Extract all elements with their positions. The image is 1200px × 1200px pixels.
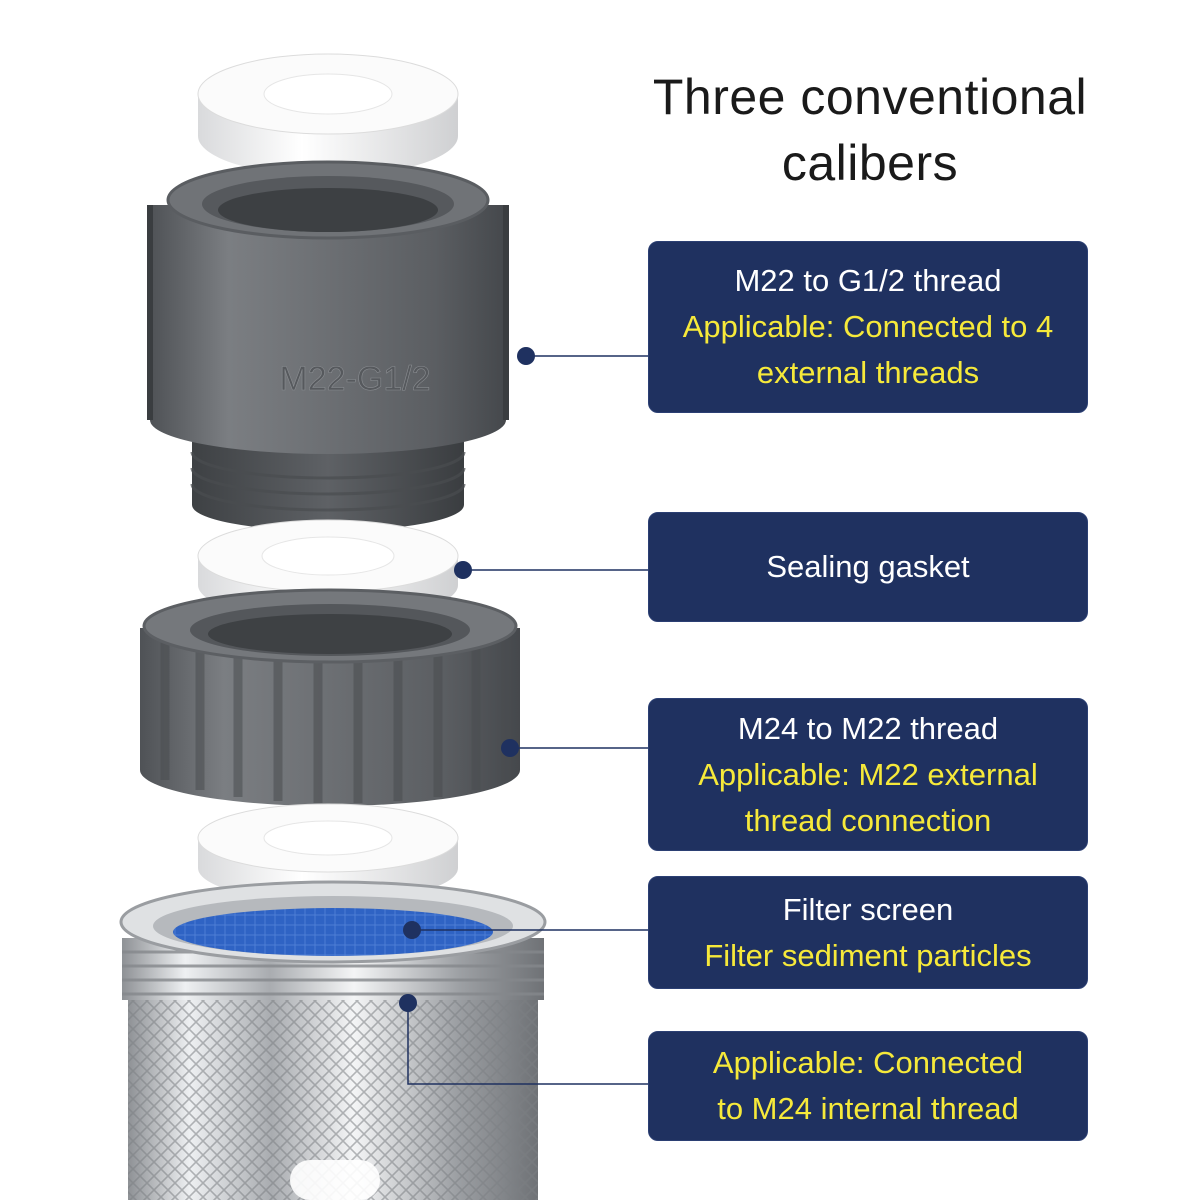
leader-dot-3 (501, 739, 519, 757)
leader-dot-4 (403, 921, 421, 939)
m22-g12-adapter: M22-G1/2 (147, 160, 509, 531)
callout-5-detail-line-2: to M24 internal thread (717, 1091, 1019, 1126)
callout-5-detail-line-1: Applicable: Connected (712, 1045, 1024, 1080)
title-line-2: calibers (781, 135, 959, 191)
page-title: Three conventional calibers (600, 64, 1140, 196)
callout-4-detail-line-1: Filter sediment particles (704, 937, 1032, 973)
filter-screen-mesh (173, 908, 493, 956)
title-line-1: Three conventional (652, 69, 1088, 125)
leader-dot-1 (517, 347, 535, 365)
callout-filter-screen: Filter screen Filter sediment particles (648, 876, 1088, 989)
callout-4-heading: Filter screen (782, 891, 954, 927)
adapter-part-label: M22-G1/2 (279, 360, 430, 398)
callout-1-heading: M22 to G1/2 thread (734, 263, 1002, 298)
leader-dots (399, 347, 535, 1012)
callout-1-detail-line-1: Applicable: Connected to 4 (682, 309, 1054, 344)
callout-3-detail-line-2: thread connection (744, 802, 992, 838)
callout-2-heading: Sealing gasket (766, 549, 970, 584)
leader-dot-5 (399, 994, 417, 1012)
m24-m22-ribbed-nut (140, 588, 520, 806)
callout-1-detail-line-2: external threads (756, 355, 980, 390)
callout-3-detail-line-1: Applicable: M22 external (698, 756, 1038, 792)
leader-lines (407, 355, 648, 1085)
chrome-aerator-housing (119, 880, 547, 1200)
callout-m24-m22-thread: M24 to M22 thread Applicable: M22 extern… (648, 698, 1088, 851)
callout-m22-g12-thread: M22 to G1/2 thread Applicable: Connected… (648, 241, 1088, 413)
callout-sealing-gasket: Sealing gasket (648, 512, 1088, 622)
callout-3-heading: M24 to M22 thread (737, 710, 999, 746)
top-gasket (197, 53, 459, 176)
callout-m24-internal-thread: Applicable: Connected to M24 internal th… (648, 1031, 1088, 1141)
leader-dot-2 (454, 561, 472, 579)
